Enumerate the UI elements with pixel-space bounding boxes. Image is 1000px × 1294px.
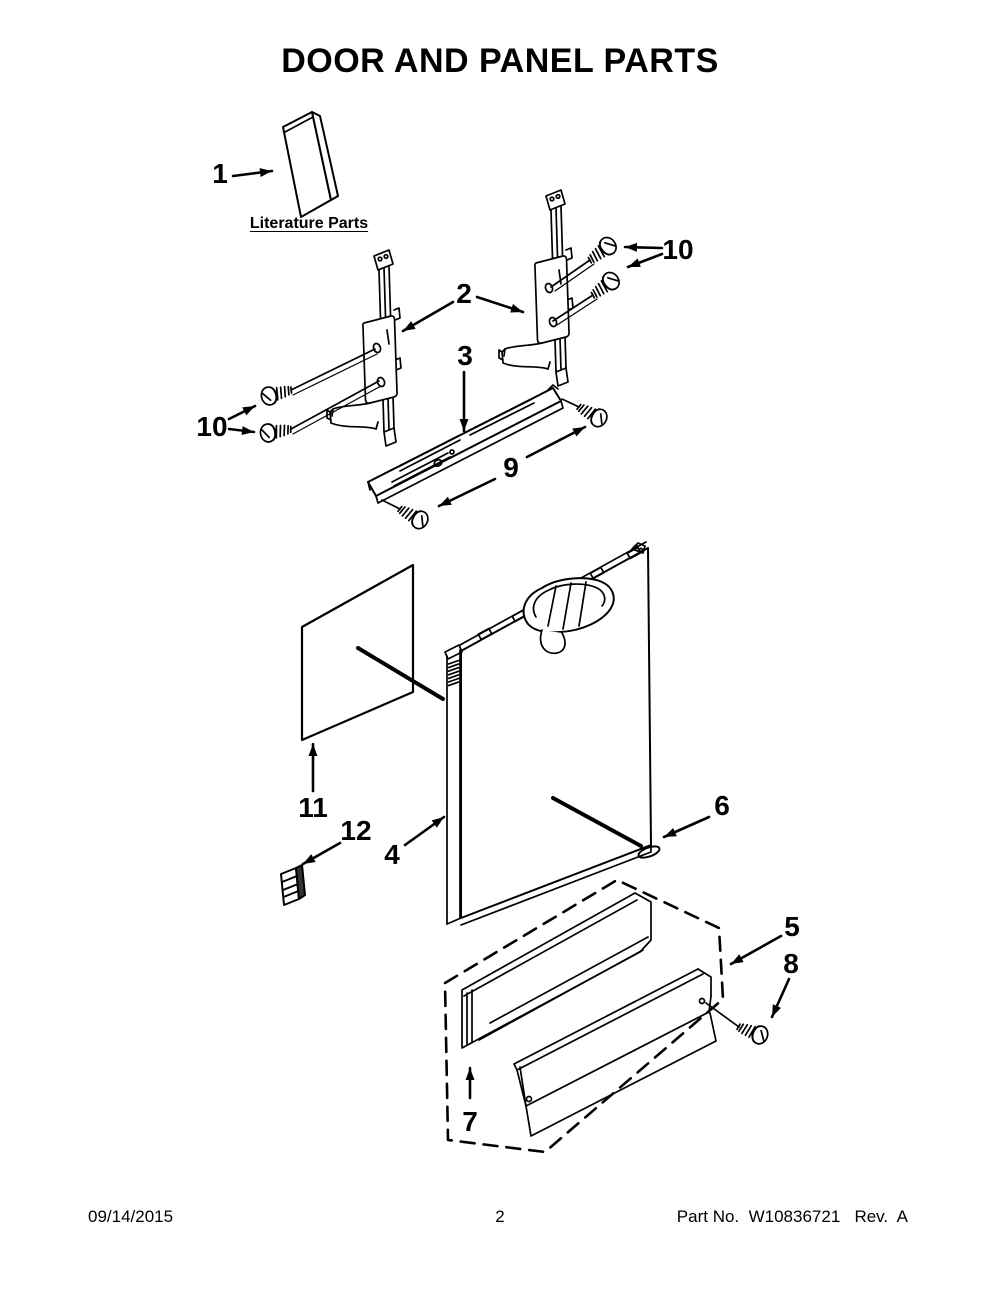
access-panel-assembly — [443, 878, 725, 1154]
callout-12: 12 — [340, 815, 372, 846]
literature-parts-caption: Literature Parts — [249, 215, 369, 232]
dashed-outline — [443, 878, 725, 1154]
leader-arrows — [227, 168, 791, 1100]
hinge-screws-left — [258, 348, 382, 444]
callout-3: 3 — [457, 340, 473, 371]
callout-9: 9 — [503, 452, 519, 483]
callout-2: 2 — [456, 278, 472, 309]
footer-page-number: 2 — [495, 1207, 505, 1226]
door-insulation-sheet — [300, 563, 445, 742]
literature-book-icon — [282, 111, 339, 218]
callout-5: 5 — [784, 911, 800, 942]
callout-7: 7 — [462, 1106, 478, 1137]
callout-4: 4 — [384, 839, 400, 870]
door-bracket-strip — [367, 384, 564, 504]
callout-11: 11 — [298, 792, 328, 823]
hinge-screws-right — [550, 233, 624, 326]
callout-6: 6 — [714, 790, 730, 821]
footer-part-number: Part No. W10836721 Rev. A — [676, 1207, 908, 1226]
access-panel — [513, 968, 717, 1137]
control-button-block — [280, 864, 306, 906]
door-hinge-left — [326, 249, 402, 447]
footer-date: 09/14/2015 — [88, 1207, 174, 1226]
callout-10-right: 10 — [662, 234, 694, 265]
callout-10-left: 10 — [196, 411, 228, 442]
page-title: DOOR AND PANEL PARTS — [281, 42, 719, 80]
strip-screws — [381, 397, 611, 533]
access-panel-insulation — [461, 892, 652, 1049]
model-badge — [637, 845, 661, 859]
panel-screw — [705, 1002, 772, 1047]
callout-8: 8 — [783, 948, 799, 979]
door-outer-panel — [444, 541, 652, 926]
door-handle — [522, 577, 615, 655]
door-hinge-right — [498, 189, 574, 387]
callout-1: 1 — [212, 158, 228, 189]
